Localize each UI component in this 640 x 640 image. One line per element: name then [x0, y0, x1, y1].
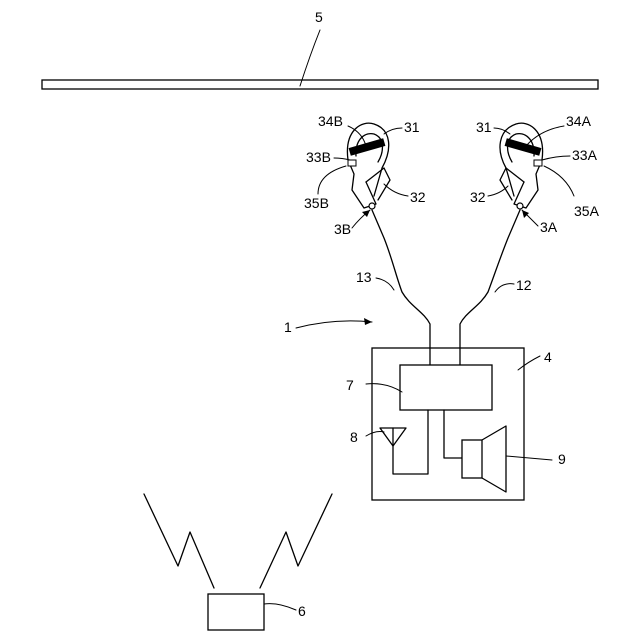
- leader-hook-a-arrow: [522, 210, 529, 218]
- label-sensor-b: 35B: [304, 195, 329, 211]
- hook-b-band: [349, 138, 386, 156]
- label-lever-a: 32: [470, 189, 486, 205]
- hook-a-sensor: [534, 160, 542, 166]
- label-rail: 5: [315, 9, 323, 25]
- label-controller: 7: [346, 377, 354, 393]
- hook-a: [500, 123, 543, 209]
- hook-b-gate: [348, 160, 376, 208]
- leader-32b: [384, 184, 408, 196]
- leader-receiver: [264, 604, 296, 610]
- label-hook-body-a: 31: [476, 119, 492, 135]
- hook-b-sensor: [348, 160, 356, 166]
- label-strap-b: 13: [356, 269, 372, 285]
- label-strap-a: 12: [516, 277, 532, 293]
- leader-strap-b: [376, 278, 394, 290]
- hook-a-gate: [514, 160, 542, 208]
- label-band-b: 34B: [318, 113, 343, 129]
- label-receiver: 6: [298, 603, 306, 619]
- leader-lanyard: [296, 321, 372, 328]
- label-lever-b: 32: [410, 189, 426, 205]
- leader-rail: [300, 30, 320, 86]
- strap-b: [372, 210, 430, 350]
- receiver-box: [208, 594, 264, 630]
- signal-left: [144, 494, 214, 588]
- label-hook-body-b: 31: [404, 119, 420, 135]
- speaker-magnet: [462, 440, 482, 478]
- label-speaker: 9: [558, 451, 566, 467]
- label-gate-b: 33B: [306, 149, 331, 165]
- signal-right: [260, 494, 332, 588]
- label-sensor-a: 35A: [574, 203, 600, 219]
- hook-a-eye: [517, 203, 523, 209]
- rail-bar: [42, 80, 598, 89]
- strap-a: [460, 210, 520, 350]
- hook-b-eye: [369, 203, 375, 209]
- label-lanyard: 1: [284, 319, 292, 335]
- leader-strap-a: [495, 284, 514, 292]
- hook-b: [347, 123, 390, 209]
- controller-box: [400, 365, 492, 410]
- label-hook-b: 3B: [334, 221, 351, 237]
- label-hook-a: 3A: [540, 219, 558, 235]
- label-gate-a: 33A: [572, 147, 598, 163]
- label-band-a: 34A: [566, 113, 592, 129]
- label-antenna: 8: [350, 429, 358, 445]
- label-unit: 4: [544, 349, 552, 365]
- leader-31b: [384, 128, 402, 134]
- leader-lanyard-arrow: [364, 318, 372, 325]
- leader-35b: [318, 166, 346, 194]
- leader-33a: [542, 156, 570, 160]
- hook-a-band: [505, 138, 542, 156]
- leader-35a: [544, 166, 574, 196]
- hook-a-lever: [500, 168, 524, 200]
